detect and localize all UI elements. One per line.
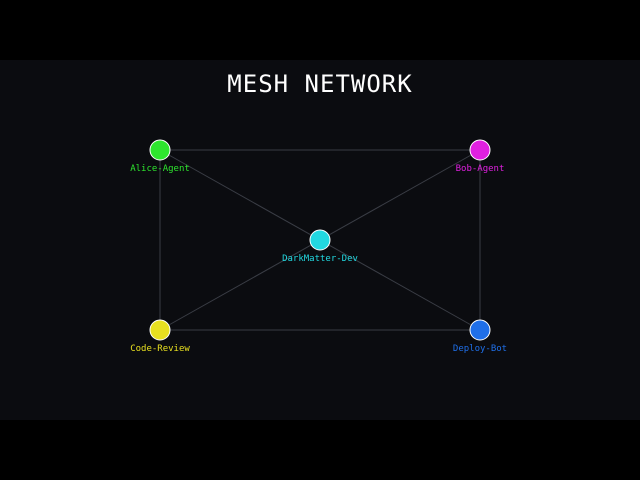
node-circle-alice xyxy=(149,139,171,161)
diagram-title: MESH NETWORK xyxy=(227,70,413,98)
node-label-deploy: Deploy-Bot xyxy=(453,344,507,354)
node-label-darkmatter: DarkMatter-Dev xyxy=(282,254,358,264)
node-label-code: Code-Review xyxy=(130,344,190,354)
node-circle-deploy xyxy=(469,319,491,341)
node-darkmatter: DarkMatter-Dev xyxy=(282,229,358,264)
node-alice: Alice-Agent xyxy=(130,139,190,174)
node-circle-bob xyxy=(469,139,491,161)
letterbox-top xyxy=(0,0,640,60)
node-circle-code xyxy=(149,319,171,341)
nodes-layer: Alice-Agent Bob-AgentDarkMatter-DevCode-R… xyxy=(130,139,507,354)
node-label-alice: Alice-Agent xyxy=(130,164,190,174)
letterbox-bottom xyxy=(0,420,640,480)
node-label-bob: Bob-Agent xyxy=(456,164,505,174)
node-deploy: Deploy-Bot xyxy=(453,319,507,354)
node-code: Code-Review xyxy=(130,319,190,354)
node-bob: Bob-Agent xyxy=(456,139,505,174)
node-circle-darkmatter xyxy=(309,229,331,251)
